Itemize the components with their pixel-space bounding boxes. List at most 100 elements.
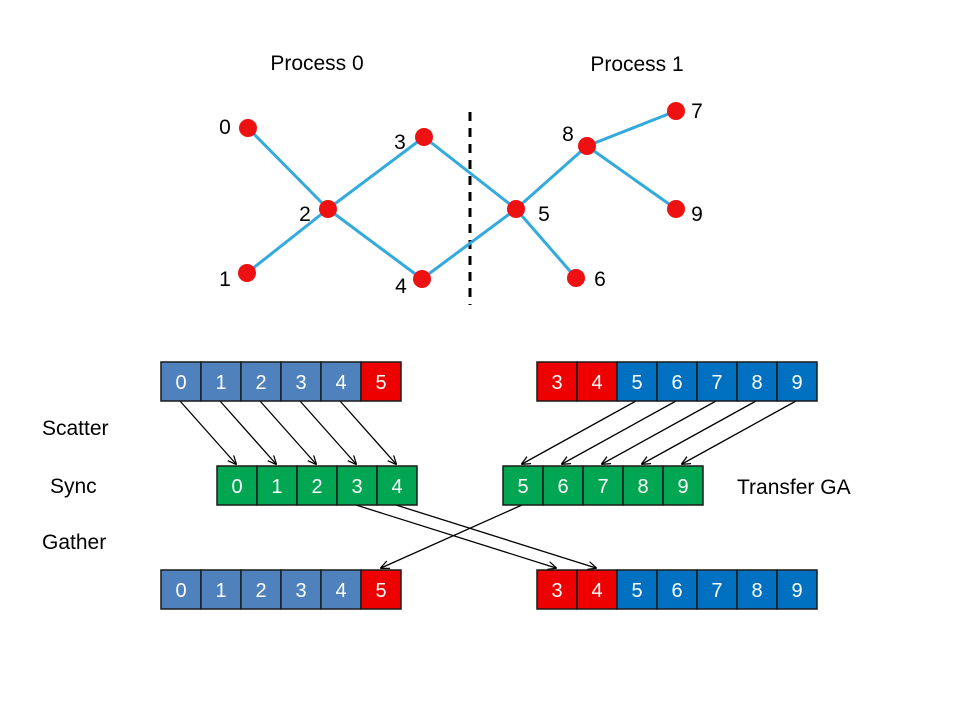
array-cell [616,569,658,610]
transfer-arrow [562,400,677,464]
array-cell [256,465,298,506]
array-cell [622,465,664,506]
array-cell [200,569,242,610]
array-cell [582,465,624,506]
edge-1-2 [246,207,329,275]
transfer-arrow [299,400,356,464]
array-cell-value: 0 [175,580,186,602]
array-cell [656,361,698,402]
node-label-6: 6 [594,268,606,291]
sync-label: Sync [50,475,97,498]
transfer-arrow [179,400,236,464]
array-cell-value: 4 [391,476,402,498]
array-cell [536,569,578,610]
transfer-arrow [355,504,556,568]
array-cell-value: 2 [255,372,266,394]
array-cell [736,361,778,402]
edge-3-5 [423,135,517,211]
transfer-arrow [381,504,523,568]
transfer-arrow [339,400,396,464]
array-cell-value: 3 [551,372,562,394]
array-cell-value: 9 [791,580,802,602]
array-cell-value: 0 [175,372,186,394]
transfer-arrow [219,400,276,464]
graph-node-8 [578,137,596,155]
node-label-5: 5 [538,203,550,226]
array-cell [320,569,362,610]
graph-node-3 [415,128,433,146]
node-label-8: 8 [562,123,574,146]
array-cell-value: 5 [631,372,642,394]
array-cell-value: 9 [791,372,802,394]
array-cell [616,361,658,402]
node-label-0: 0 [219,116,231,139]
array-cell [280,569,322,610]
array-cell-value: 0 [231,476,242,498]
array-cell [216,465,258,506]
graph-node-5 [507,200,525,218]
graph-node-0 [239,119,257,137]
array-cell-value: 4 [335,372,346,394]
array-cell [662,465,704,506]
node-label-7: 7 [691,100,703,123]
transfer-arrow [395,504,596,568]
array-cell [776,569,818,610]
array-cell-value: 5 [631,580,642,602]
edge-8-9 [586,144,677,211]
transfer-arrow [259,400,316,464]
array-cell [240,569,282,610]
process-0-title: Process 0 [270,52,363,75]
transfer-arrow [682,400,797,464]
array-cell [502,465,544,506]
node-label-3: 3 [394,131,406,154]
node-label-1: 1 [219,268,231,291]
transfer-arrows [179,400,797,568]
gather-label: Gather [42,531,106,554]
array-cell-value: 7 [597,476,608,498]
array-cell [296,465,338,506]
edge-0-2 [246,126,330,211]
edge-5-8 [515,144,588,211]
graph-node-6 [567,269,585,287]
array-cell-value: 5 [517,476,528,498]
array-cell-value: 6 [671,580,682,602]
array-cell-value: 4 [335,580,346,602]
transfer-arrow [602,400,717,464]
array-cell-value: 3 [551,580,562,602]
edge-2-3 [327,135,425,211]
edge-5-6 [514,208,578,279]
edge-2-4 [327,207,423,281]
array-p1-bottom: 3 4 5 6 7 8 9 [536,569,818,610]
array-cell [336,465,378,506]
array-cell [776,361,818,402]
array-cell-value: 1 [215,372,226,394]
transfer-arrow [522,400,637,464]
array-cell-value: 4 [591,580,602,602]
scatter-label: Scatter [42,417,109,440]
array-cell-value: 3 [295,372,306,394]
array-cell-value: 8 [751,580,762,602]
array-cell [736,569,778,610]
graph-node-2 [319,200,337,218]
array-cell [536,361,578,402]
node-label-9: 9 [691,203,703,226]
node-label-2: 2 [299,203,311,226]
graph-node-9 [667,200,685,218]
array-cell [280,361,322,402]
edge-4-5 [421,207,517,281]
array-cell-value: 6 [557,476,568,498]
array-cell-value: 7 [711,372,722,394]
array-cell-value: 7 [711,580,722,602]
array-cell-value: 9 [677,476,688,498]
array-cell [360,361,402,402]
array-cell [200,361,242,402]
graph-edges [246,109,677,281]
transfer-arrow [642,400,757,464]
array-cell-value: 2 [311,476,322,498]
